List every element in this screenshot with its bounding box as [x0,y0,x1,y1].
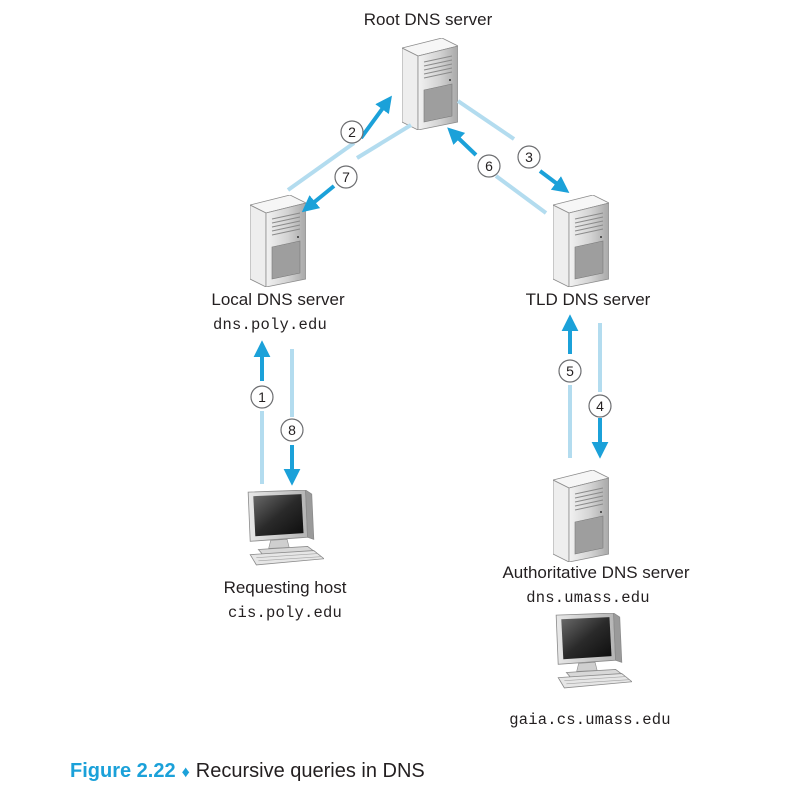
authoritative-dns-server-hostname: dns.umass.edu [526,589,650,607]
figure-caption: Figure 2.22 ♦ Recursive queries in DNS [70,760,425,783]
local-dns-server-icon [250,195,306,287]
gaia-host-icon [555,613,632,689]
connector-tld-root [494,174,548,215]
step-4-marker: 4 [588,394,612,418]
requesting-host-label: Requesting host [223,578,347,597]
figure-number: Figure 2.22 [70,760,176,782]
arrow-step-3 [538,169,570,194]
authoritative-dns-server-label: Authoritative DNS server [502,563,690,582]
tld-dns-server-label: TLD DNS server [525,290,651,309]
figure-title: Recursive queries in DNS [195,760,425,782]
step-1-label: 1 [258,389,266,405]
arrow-step-7 [301,184,336,213]
step-7-label: 7 [342,169,350,185]
step-8-label: 8 [288,422,296,438]
local-dns-server-hostname: dns.poly.edu [212,316,328,334]
step-5-marker: 5 [558,359,582,383]
root-dns-server-label: Root DNS server [363,10,493,29]
step-6-marker: 6 [477,154,501,178]
step-5-label: 5 [566,363,574,379]
connector-root-local [355,123,413,160]
connector-local-root [286,141,356,192]
authoritative-dns-server-icon [553,470,609,562]
root-dns-server-icon [402,38,458,130]
step-1-marker: 1 [250,385,274,409]
caption-separator: ♦ [181,764,190,781]
step-3-marker: 3 [517,145,541,169]
gaia-host-hostname: gaia.cs.umass.edu [509,711,671,729]
step-3-label: 3 [525,149,533,165]
step-4-label: 4 [596,398,604,414]
requesting-host-hostname: cis.poly.edu [227,604,343,622]
step-6-label: 6 [485,158,493,174]
step-2-label: 2 [348,124,356,140]
step-7-marker: 7 [334,165,358,189]
arrow-step-6 [447,127,478,157]
connector-root-tld [456,99,516,141]
tld-dns-server-icon [553,195,609,287]
local-dns-server-label: Local DNS server [211,290,345,309]
step-8-marker: 8 [280,418,304,442]
requesting-host-icon [247,490,324,566]
arrow-step-2 [359,95,392,140]
step-2-marker: 2 [340,120,364,144]
